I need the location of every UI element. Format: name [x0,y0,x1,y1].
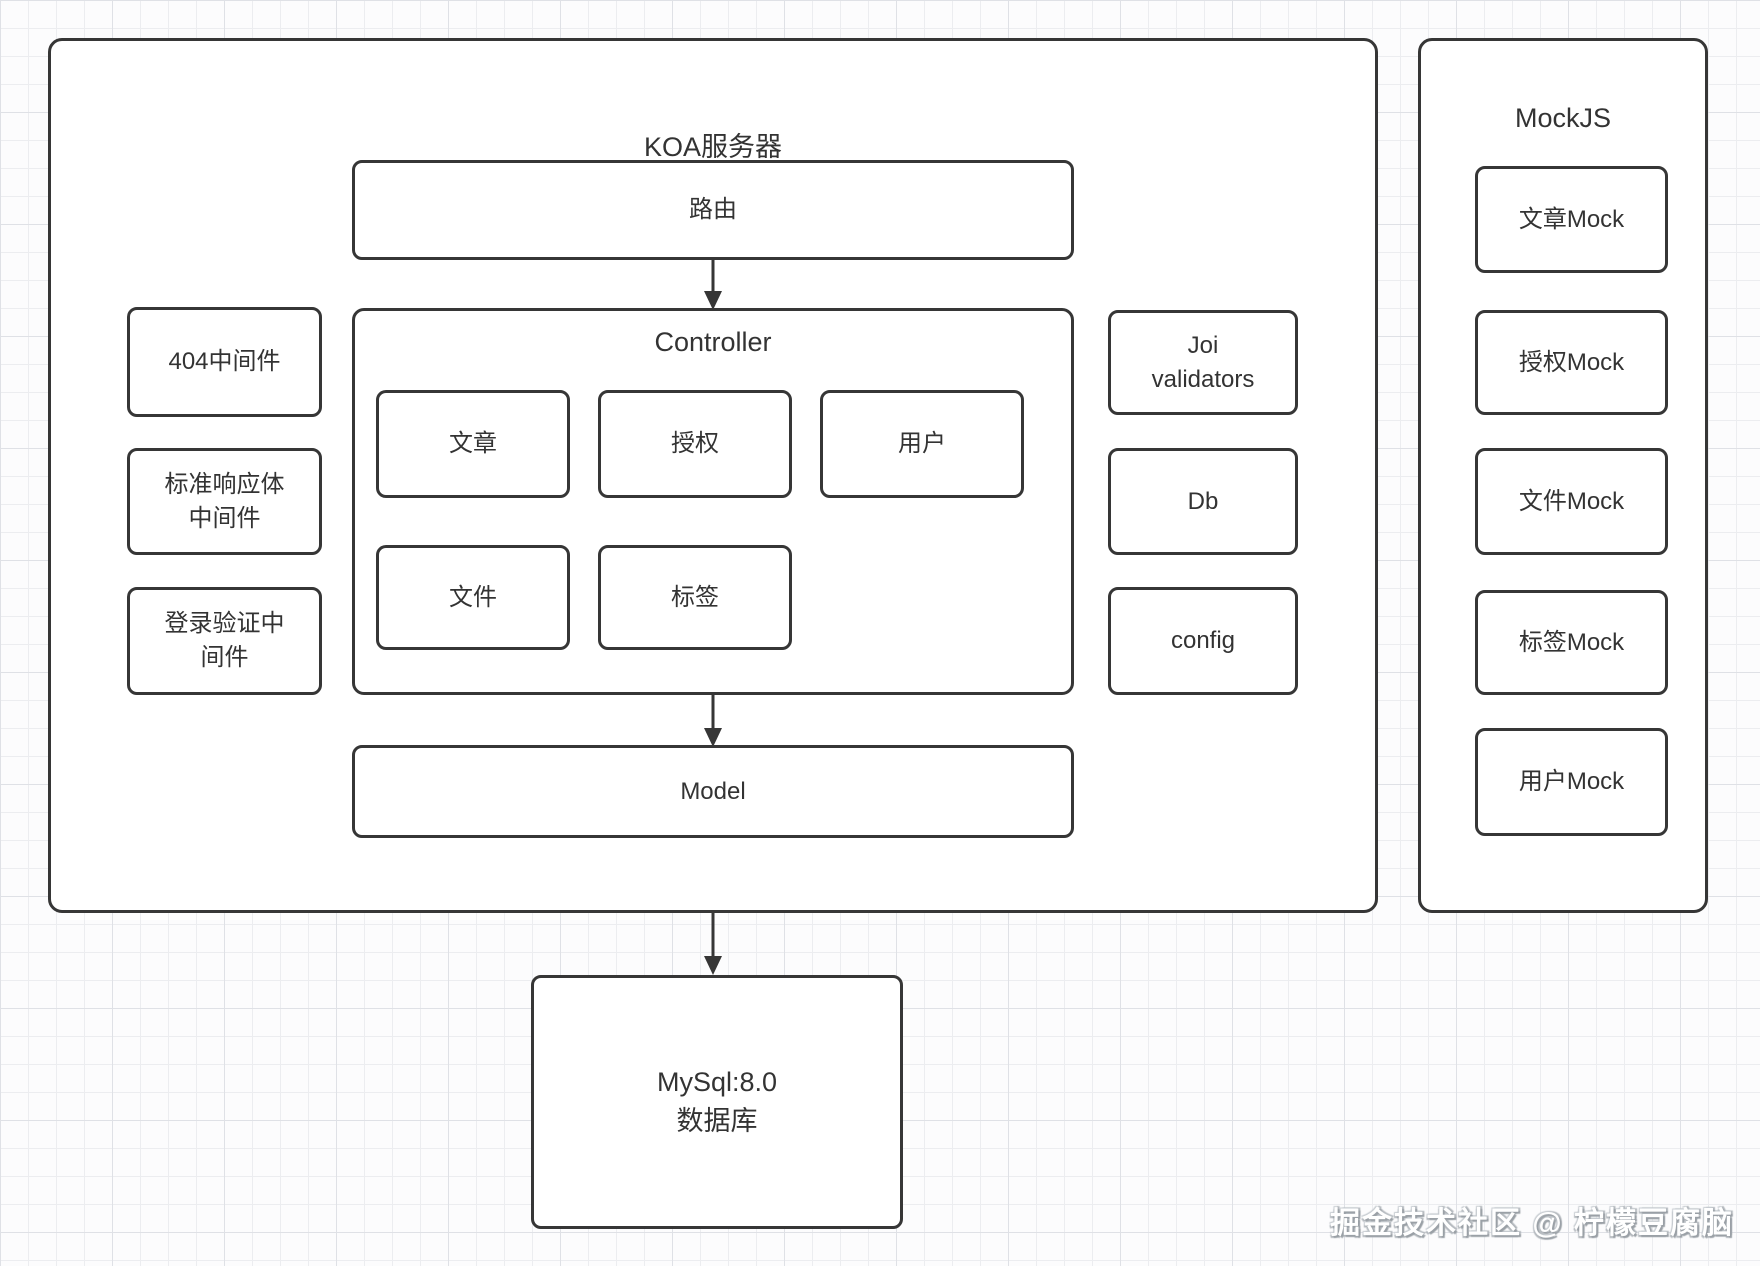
controller-module-auth: 授权 [598,390,792,498]
mock-box-auth: 授权Mock [1475,310,1668,415]
middleware-box-login-verify: 登录验证中间件 [127,587,322,695]
arrow-head [704,956,722,975]
mock-box-article: 文章Mock [1475,166,1668,273]
model-box: Model [352,745,1074,838]
watermark: 掘金技术社区 @ 柠檬豆腐脑 [1330,1207,1734,1240]
arrow-route-to-controller [701,260,725,310]
arrow-shaft [711,260,715,295]
mock-box-user: 用户Mock [1475,728,1668,836]
mock-box-tag: 标签Mock [1475,590,1668,695]
database-box: MySql:8.0 数据库 [531,975,903,1229]
controller-title: Controller [654,327,772,357]
koa-server-title: KOA服务器 [643,132,783,162]
service-box-db: Db [1108,448,1298,555]
controller-module-user: 用户 [820,390,1024,498]
controller-module-file: 文件 [376,545,570,650]
mockjs-title: MockJS [1514,103,1612,133]
controller-module-article: 文章 [376,390,570,498]
mock-box-file: 文件Mock [1475,448,1668,555]
arrow-koa-to-database [701,913,725,975]
service-box-config: config [1108,587,1298,695]
middleware-box-404: 404中间件 [127,307,322,417]
arrow-head [704,728,722,747]
route-box: 路由 [352,160,1074,260]
database-name: MySql:8.0 [656,1066,778,1097]
arrow-head [704,291,722,310]
arrow-controller-to-model [701,695,725,747]
arrow-shaft [711,695,715,732]
controller-module-tag: 标签 [598,545,792,650]
database-label: 数据库 [676,1106,758,1136]
arrow-shaft [711,913,715,960]
service-box-joi-validators: Joi validators [1108,310,1298,415]
middleware-box-standard-response: 标准响应体中间件 [127,448,322,555]
